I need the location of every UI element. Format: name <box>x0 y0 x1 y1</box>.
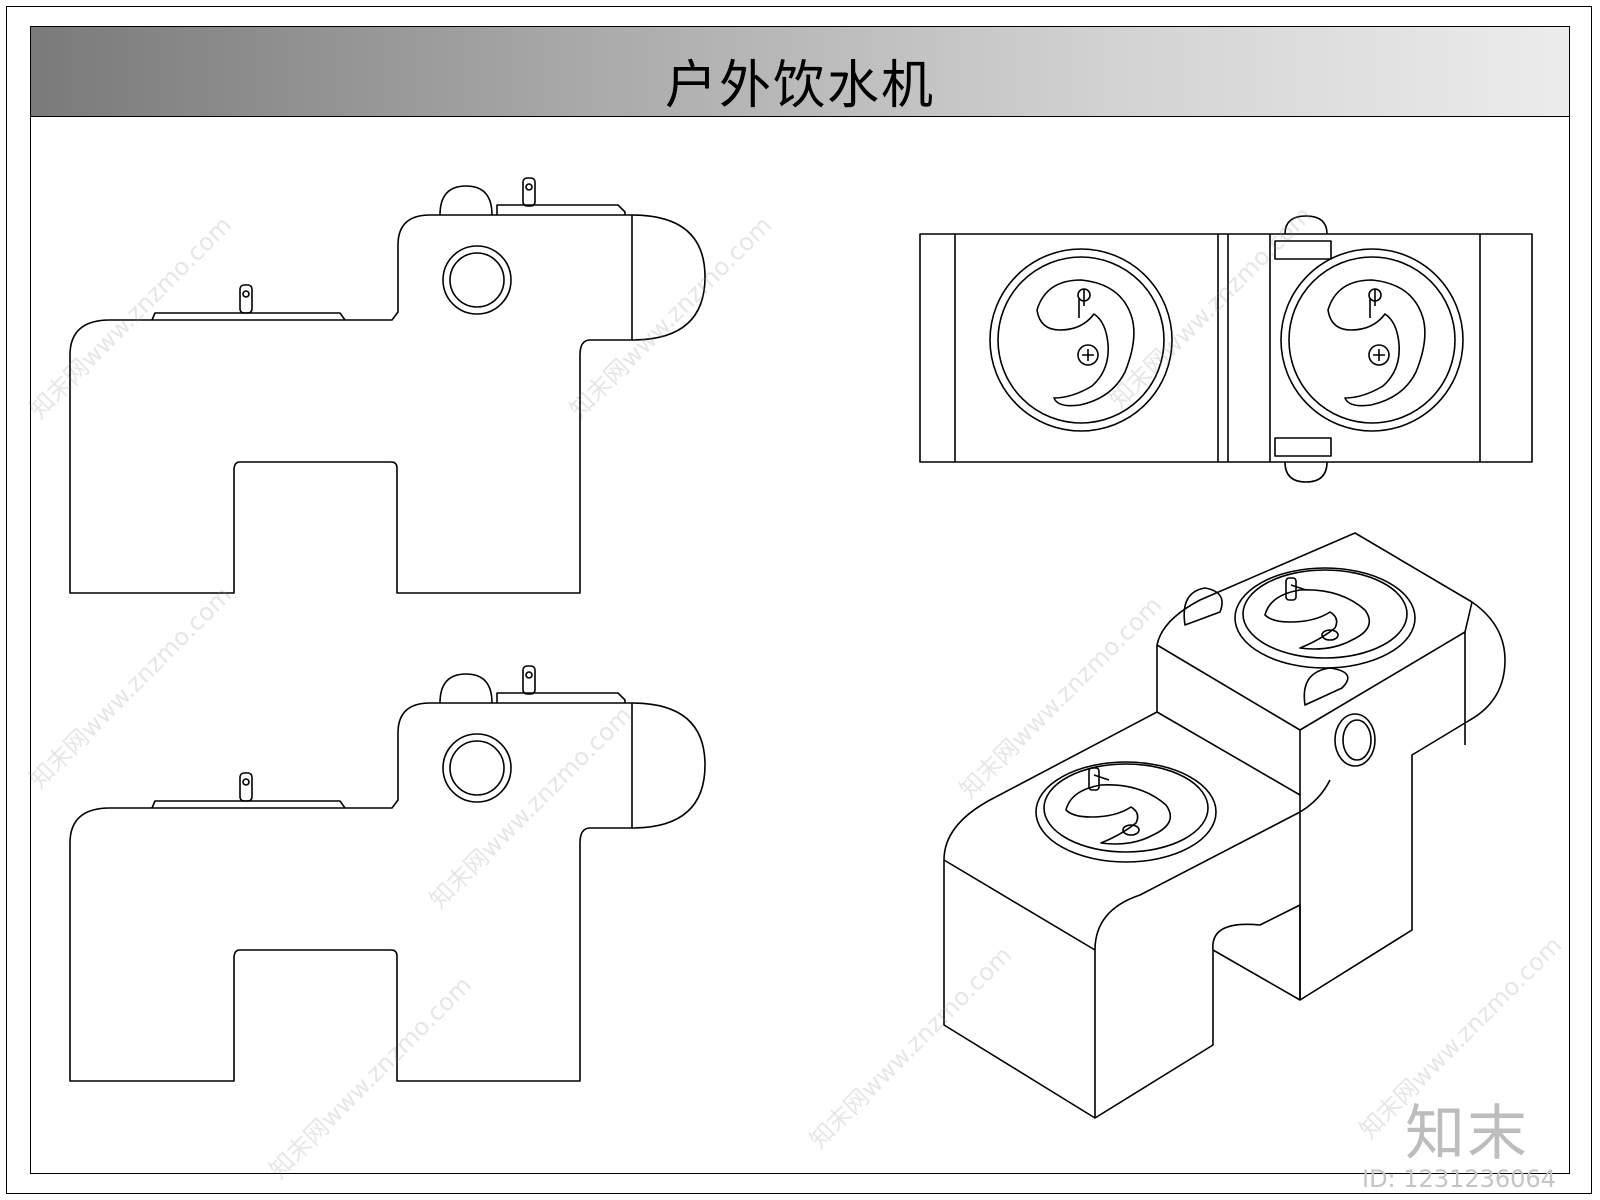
lower-nozzle <box>151 284 346 321</box>
iso-body-outline <box>943 532 1506 1119</box>
round-button <box>442 733 512 803</box>
side-elevation-outline <box>69 214 706 594</box>
iso-basin-lower <box>1035 761 1217 863</box>
upper-nozzle <box>496 665 626 703</box>
drawing-title: 户外饮水机 <box>664 56 935 116</box>
basin-plan-1 <box>989 248 1173 432</box>
iso-domes <box>1183 587 1349 706</box>
top-dome <box>439 185 493 216</box>
side-elevation-view-1 <box>69 177 706 594</box>
isometric-view <box>943 532 1506 1119</box>
basin-plan-2 <box>1280 248 1464 432</box>
round-button <box>442 245 512 315</box>
upper-nozzle <box>496 177 626 215</box>
drawing-frame <box>30 26 1570 1174</box>
iso-round-button <box>1334 713 1376 767</box>
watermark-logo: 知末 <box>1405 1099 1529 1169</box>
plan-dome-bottom <box>1284 461 1328 483</box>
drawing-sheet-border <box>6 6 1592 1194</box>
side-elevation-view-2 <box>69 665 706 1082</box>
plan-dome-top <box>1284 215 1328 235</box>
top-dome <box>439 673 493 704</box>
side-elevation-outline <box>69 702 706 1082</box>
watermark-id: ID: 1231236064 <box>1362 1165 1556 1193</box>
plan-outline <box>919 233 1533 463</box>
plan-panel-bottom <box>1274 437 1332 457</box>
top-plan-view <box>919 215 1533 483</box>
lower-nozzle <box>151 772 346 809</box>
iso-basin-upper <box>1234 567 1416 669</box>
title-bar: 户外饮水机 <box>31 27 1569 117</box>
plan-panel-top <box>1274 240 1332 260</box>
